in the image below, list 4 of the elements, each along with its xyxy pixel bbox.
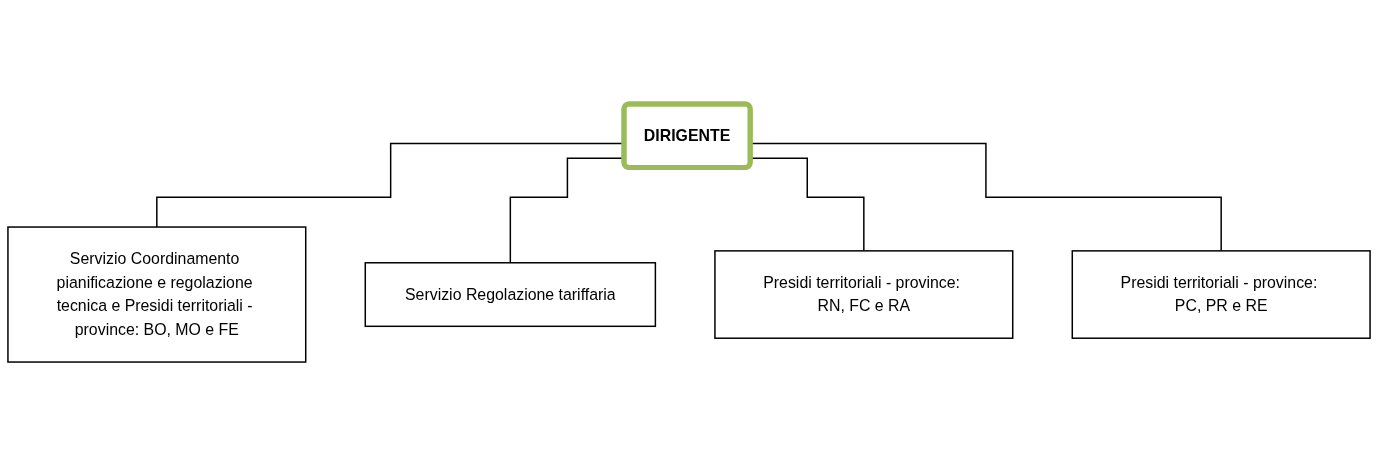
node-box: Presidi territoriali - province: PC, PR e RE xyxy=(1071,250,1371,339)
node-box: Presidi territoriali - province: RN, FC e RA xyxy=(714,250,1014,339)
node-box: Servizio Coordinamento pianificazione e regolazione tecnica e Presidi territoriali - province: BO, MO e FE xyxy=(7,226,307,363)
node-box: Servizio Regolazione tariffaria xyxy=(364,262,657,328)
